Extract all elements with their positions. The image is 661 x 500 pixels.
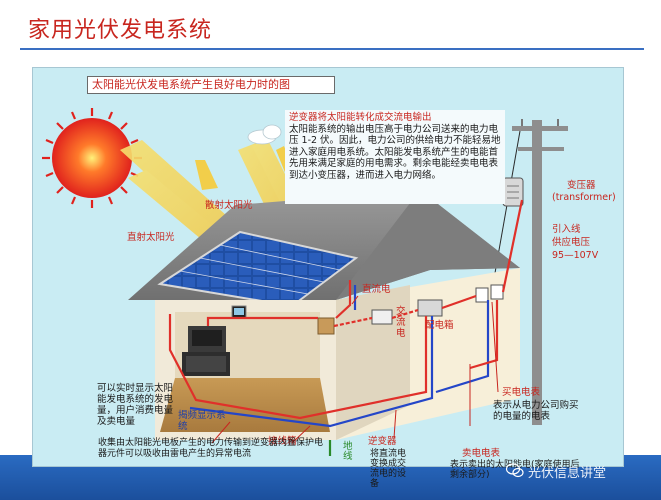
label-service-line: 引入线	[552, 224, 581, 235]
label-monitor: 揭频显示系统	[178, 410, 226, 432]
label-supply-voltage: 供应电压	[552, 237, 591, 248]
combiner-box-icon	[371, 309, 393, 325]
label-inverter-desc: 将直流电变换成交流电的设备	[370, 449, 407, 489]
junction-box-icon	[317, 317, 335, 335]
transformer-icon	[502, 177, 524, 207]
distribution-box-icon	[417, 299, 443, 317]
wechat-icon	[506, 463, 524, 478]
label-sell-meter: 卖电电表	[462, 448, 501, 459]
sun-icon	[42, 108, 142, 208]
inverter-note: 逆变器将太阳能转化成交流电输出 太阳能系统的输出电压高于电力公司送来的电力电压 …	[285, 110, 505, 204]
diagram-header: 太阳能光伏发电系统产生良好电力时的图	[87, 76, 335, 94]
label-display-desc: 可以实时显示太阳能发电系统的发电量，用户消费电量及卖电量	[97, 383, 174, 427]
label-buy-meter: 买电电表	[502, 387, 541, 398]
label-transformer: 变压器	[567, 180, 596, 191]
beam-arrow-left	[195, 160, 218, 190]
solar-panel	[157, 230, 359, 308]
label-inverter: 逆变器	[368, 436, 397, 447]
wiring	[168, 199, 524, 456]
watermark-text: 光伏信息讲堂	[528, 466, 607, 481]
label-junction-box: 接线箱	[268, 436, 297, 447]
label-ac: 交流电	[396, 306, 406, 339]
label-supply-voltage-value: 95—107V	[552, 250, 599, 261]
label-sell-meter-desc: 表示卖出的太阳能电(家庭使用后剩余部分)	[450, 460, 580, 480]
monitor-icon	[231, 305, 247, 319]
label-dc: 直流电	[362, 284, 391, 295]
label-distribution-box: 配电箱	[425, 320, 454, 331]
slide-title: 家用光伏发电系统	[28, 18, 213, 43]
inverter-note-body: 太阳能系统的输出电压高于电力公司送来的电力电压 1-2 伏。因此，电力公司的供给…	[289, 123, 501, 181]
leader-lines	[211, 295, 499, 444]
cloud-icon	[247, 124, 282, 145]
label-reflected-light: 散射太阳光	[205, 200, 253, 211]
inverter-icon	[182, 326, 230, 376]
label-ground: 地线	[343, 441, 353, 462]
inverter-note-headline: 逆变器将太阳能转化成交流电输出	[289, 112, 432, 123]
label-bottom-note: 收集由太阳能光电板产生的电力传输到逆变器内置保护电器元件可以吸收由雷电产生的异常…	[98, 438, 324, 459]
label-buy-meter-desc: 表示从电力公司购买的电量的电表	[493, 400, 579, 422]
title-rule	[20, 48, 644, 50]
label-direct-light: 直射太阳光	[127, 232, 175, 243]
label-transformer-en: (transformer)	[552, 192, 616, 203]
